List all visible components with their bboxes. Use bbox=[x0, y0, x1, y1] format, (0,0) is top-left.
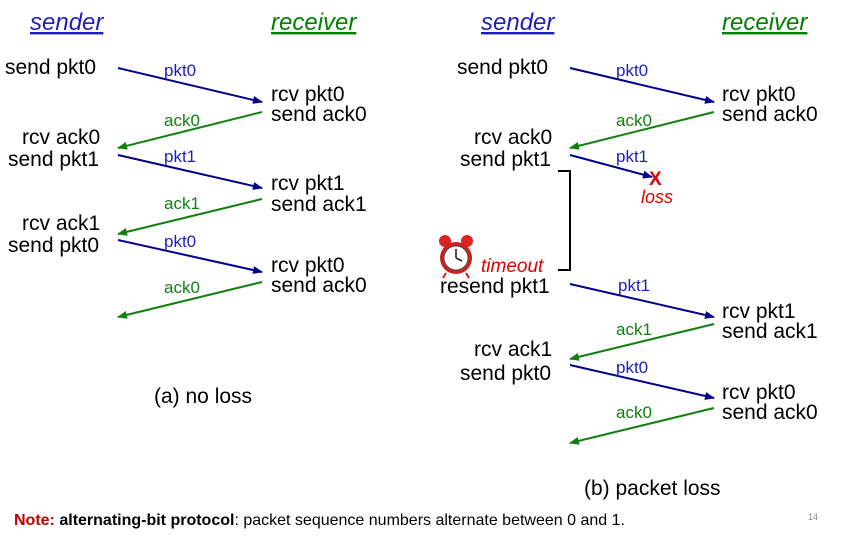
left-ack1-arrow bbox=[117, 198, 263, 236]
timeout-bracket bbox=[558, 170, 571, 271]
left-receiver-event: send ack1 bbox=[271, 193, 367, 216]
left-msg-label: ack0 bbox=[164, 278, 200, 297]
loss-label: loss bbox=[641, 187, 673, 207]
right-pkt0-arrow bbox=[569, 67, 715, 104]
left-pkt0-arrow-2 bbox=[117, 239, 263, 274]
right-msg-label: ack0 bbox=[616, 111, 652, 130]
note-label: Note: bbox=[14, 512, 55, 529]
alarm-clock-icon bbox=[439, 235, 473, 279]
left-msg-label: pkt0 bbox=[164, 232, 196, 251]
left-receiver-event: send ack0 bbox=[271, 274, 367, 297]
footer-note: Note: alternating-bit protocol: packet s… bbox=[14, 512, 625, 530]
right-receiver-event: send ack0 bbox=[722, 401, 818, 424]
left-sender-event: rcv ack0 bbox=[22, 126, 100, 149]
left-sender-event: send pkt1 bbox=[8, 148, 99, 171]
right-msg-label: pkt1 bbox=[616, 147, 648, 166]
right-msg-label: pkt0 bbox=[616, 358, 648, 377]
right-caption: (b) packet loss bbox=[584, 477, 721, 500]
right-ack0-arrow-2 bbox=[569, 407, 715, 445]
note-text: : packet sequence numbers alternate betw… bbox=[234, 512, 625, 529]
left-receiver-event: rcv pkt0 bbox=[271, 254, 345, 277]
timeout-label: timeout bbox=[481, 256, 544, 277]
left-sender-event: send pkt0 bbox=[8, 234, 99, 257]
right-ack1-arrow bbox=[569, 323, 715, 361]
left-pkt1-arrow bbox=[117, 154, 263, 190]
right-sender-event: send pkt1 bbox=[460, 148, 551, 171]
right-sender-event: resend pkt1 bbox=[440, 275, 550, 298]
left-receiver-event: send ack0 bbox=[271, 103, 367, 126]
left-msg-label: pkt0 bbox=[164, 61, 196, 80]
left-sender-header: sender bbox=[30, 9, 104, 36]
right-sender-event: rcv ack1 bbox=[474, 338, 552, 361]
left-msg-label: pkt1 bbox=[164, 147, 196, 166]
loss-x-mark: X bbox=[649, 169, 662, 190]
left-sender-event: send pkt0 bbox=[5, 56, 96, 79]
left-ack0-arrow bbox=[117, 111, 263, 150]
left-receiver-event: rcv pkt1 bbox=[271, 172, 345, 195]
right-sender-event: rcv ack0 bbox=[474, 126, 552, 149]
right-resend-pkt1-arrow bbox=[569, 283, 715, 319]
right-receiver-event: rcv pkt0 bbox=[722, 381, 796, 404]
right-sender-header: sender bbox=[481, 9, 555, 36]
note-protocol-name: alternating-bit protocol bbox=[59, 512, 235, 529]
left-caption: (a) no loss bbox=[154, 385, 252, 408]
right-msg-label: pkt1 bbox=[618, 276, 650, 295]
right-msg-label: pkt0 bbox=[616, 61, 648, 80]
right-lost-pkt1-arrow bbox=[569, 154, 653, 179]
right-receiver-event: send ack1 bbox=[722, 320, 818, 343]
left-ack0-arrow-2 bbox=[117, 281, 263, 319]
right-msg-label: ack1 bbox=[616, 320, 652, 339]
right-pkt0-arrow-2 bbox=[569, 364, 715, 400]
right-receiver-event: rcv pkt1 bbox=[722, 300, 796, 323]
page-number: 14 bbox=[808, 512, 819, 522]
right-sender-event: send pkt0 bbox=[457, 56, 548, 79]
right-sender-event: send pkt0 bbox=[460, 362, 551, 385]
right-receiver-event: rcv pkt0 bbox=[722, 83, 796, 106]
right-receiver-header: receiver bbox=[722, 9, 808, 36]
left-receiver-event: rcv pkt0 bbox=[271, 83, 345, 106]
right-ack0-arrow bbox=[569, 111, 715, 150]
right-receiver-event: send ack0 bbox=[722, 103, 818, 126]
left-pkt0-arrow bbox=[117, 67, 263, 104]
left-msg-label: ack1 bbox=[164, 194, 200, 213]
left-msg-label: ack0 bbox=[164, 111, 200, 130]
right-msg-label: ack0 bbox=[616, 403, 652, 422]
left-receiver-header: receiver bbox=[271, 9, 357, 36]
left-sender-event: rcv ack1 bbox=[22, 212, 100, 235]
